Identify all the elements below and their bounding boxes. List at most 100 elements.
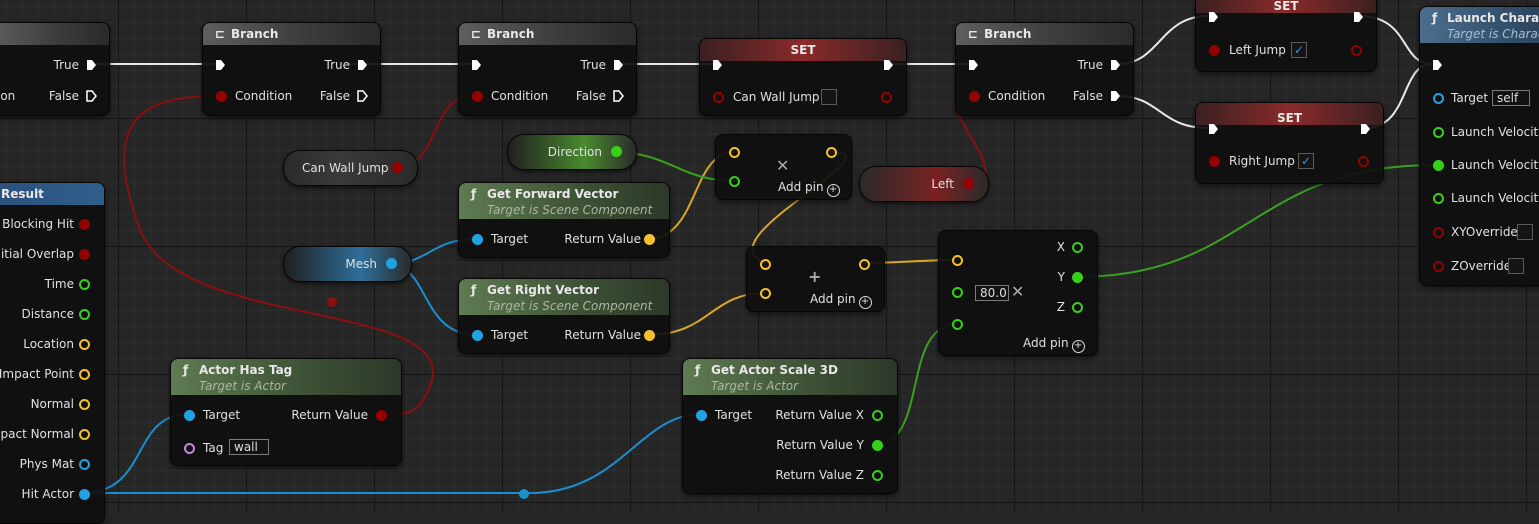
x-out-pin[interactable] xyxy=(1072,242,1083,253)
left-jump-checkbox[interactable]: ✓ xyxy=(1291,42,1307,58)
exec-in-pin[interactable] xyxy=(712,59,723,71)
multiply-float-node[interactable]: 80.0 ✕ X Y Z Add pin+ xyxy=(938,230,1098,356)
return-value-pin[interactable] xyxy=(376,410,387,421)
condition-pin[interactable] xyxy=(472,91,483,102)
location-pin[interactable] xyxy=(79,339,90,350)
target-self-field[interactable]: self xyxy=(1492,90,1530,106)
target-pin[interactable] xyxy=(696,410,707,421)
tag-field[interactable]: wall xyxy=(229,439,269,455)
exec-out-false-pin[interactable] xyxy=(1110,90,1121,102)
vector-out-pin[interactable] xyxy=(826,147,837,158)
exec-out-pin[interactable] xyxy=(1353,11,1364,23)
add-vector-node[interactable]: + Add pin+ xyxy=(746,246,885,312)
right-jump-out-pin[interactable] xyxy=(1358,156,1369,167)
float-b-in-pin[interactable] xyxy=(952,319,963,330)
exec-in-pin[interactable] xyxy=(1208,123,1219,135)
left-out-pin[interactable] xyxy=(963,178,974,189)
branch-node-1[interactable]: ⊏ Branch True Condition False xyxy=(202,22,381,116)
target-pin[interactable] xyxy=(472,330,483,341)
vector-b-in-pin[interactable] xyxy=(760,288,771,299)
return-x-pin[interactable] xyxy=(872,410,883,421)
actor-has-tag-node[interactable]: ƒ Actor Has Tag Target is Actor Target R… xyxy=(170,358,402,466)
time-pin[interactable] xyxy=(79,279,90,290)
set-left-jump-node[interactable]: SET Left Jump ✓ xyxy=(1195,0,1377,72)
return-value-pin[interactable] xyxy=(644,330,655,341)
left-variable[interactable]: Left xyxy=(859,166,989,202)
z-override-checkbox[interactable] xyxy=(1508,258,1524,274)
can-wall-jump-checkbox[interactable] xyxy=(821,89,837,105)
exec-out-pin[interactable] xyxy=(1360,123,1371,135)
condition-pin[interactable] xyxy=(969,91,980,102)
float-in-pin[interactable] xyxy=(729,176,740,187)
launch-velocity-x-pin[interactable] xyxy=(1433,127,1444,138)
return-value-pin[interactable] xyxy=(644,234,655,245)
can-wall-jump-variable[interactable]: Can Wall Jump xyxy=(283,150,418,186)
exec-in-pin[interactable] xyxy=(215,59,226,71)
distance-pin[interactable] xyxy=(79,309,90,320)
exec-out-pin[interactable] xyxy=(86,90,97,102)
launch-velocity-z-pin[interactable] xyxy=(1433,193,1444,204)
z-override-pin[interactable] xyxy=(1433,261,1444,272)
exec-out-true-pin[interactable] xyxy=(1110,59,1121,71)
mesh-out-pin[interactable] xyxy=(386,258,397,269)
launch-velocity-y-pin[interactable] xyxy=(1433,160,1444,171)
direction-variable[interactable]: Direction xyxy=(507,134,637,170)
can-wall-jump-in-pin[interactable] xyxy=(713,92,724,103)
get-forward-vector-node[interactable]: ƒ Get Forward Vector Target is Scene Com… xyxy=(458,182,670,258)
exec-in-pin[interactable] xyxy=(968,59,979,71)
right-jump-checkbox[interactable]: ✓ xyxy=(1298,153,1314,169)
target-pin[interactable] xyxy=(184,410,195,421)
return-z-pin[interactable] xyxy=(872,470,883,481)
exec-out-false-pin[interactable] xyxy=(357,90,368,102)
exec-in-pin[interactable] xyxy=(1432,59,1443,71)
exec-in-pin[interactable] xyxy=(1208,11,1219,23)
set-right-jump-node[interactable]: SET Right Jump ✓ xyxy=(1195,102,1384,184)
target-pin[interactable] xyxy=(472,234,483,245)
float-a-in-pin[interactable] xyxy=(952,287,963,298)
exec-out-pin[interactable] xyxy=(883,59,894,71)
right-jump-in-pin[interactable] xyxy=(1209,156,1220,167)
vector-a-in-pin[interactable] xyxy=(760,259,771,270)
target-pin[interactable] xyxy=(1433,93,1444,104)
can-wall-jump-out-pin[interactable] xyxy=(392,162,403,173)
add-pin-button[interactable]: Add pin+ xyxy=(810,292,872,309)
branch-node-3[interactable]: ⊏ Branch True Condition False xyxy=(955,22,1134,116)
exec-out-pin[interactable] xyxy=(86,59,97,71)
branch-node-2[interactable]: ⊏ Branch True Condition False xyxy=(458,22,637,116)
vector-in-pin[interactable] xyxy=(729,147,740,158)
phys-mat-pin[interactable] xyxy=(79,459,90,470)
multiplier-field[interactable]: 80.0 xyxy=(975,285,1009,301)
direction-out-pin[interactable] xyxy=(611,146,622,157)
condition-pin[interactable] xyxy=(216,91,227,102)
tag-pin[interactable] xyxy=(184,443,195,454)
exec-out-true-pin[interactable] xyxy=(613,59,624,71)
exec-in-pin[interactable] xyxy=(471,59,482,71)
vector-in-pin[interactable] xyxy=(952,255,963,266)
get-actor-scale-3d-node[interactable]: ƒ Get Actor Scale 3D Target is Actor Tar… xyxy=(682,358,898,494)
vector-out-pin[interactable] xyxy=(859,259,870,270)
normal-pin[interactable] xyxy=(79,399,90,410)
xy-override-pin[interactable] xyxy=(1433,227,1444,238)
left-jump-out-pin[interactable] xyxy=(1351,45,1362,56)
z-out-pin[interactable] xyxy=(1072,302,1083,313)
add-pin-button[interactable]: Add pin+ xyxy=(1023,336,1085,353)
set-can-wall-jump-node[interactable]: SET Can Wall Jump xyxy=(699,38,907,116)
initial-overlap-pin[interactable] xyxy=(79,249,90,260)
launch-character-node[interactable]: ƒ Launch Charact Target is Charact Targe… xyxy=(1419,6,1539,286)
get-right-vector-node[interactable]: ƒ Get Right Vector Target is Scene Compo… xyxy=(458,278,670,354)
exec-out-true-pin[interactable] xyxy=(357,59,368,71)
xy-override-checkbox[interactable] xyxy=(1517,224,1533,240)
mesh-variable[interactable]: Mesh xyxy=(283,246,412,282)
impact-point-pin[interactable] xyxy=(79,369,90,380)
can-wall-jump-out-pin[interactable] xyxy=(881,92,892,103)
branch-node-partial[interactable]: True ion False xyxy=(0,22,110,116)
add-pin-button[interactable]: Add pin+ xyxy=(778,180,840,197)
y-out-pin[interactable] xyxy=(1072,272,1083,283)
multiply-vector-node[interactable]: ✕ Add pin+ xyxy=(715,134,852,200)
return-y-pin[interactable] xyxy=(872,440,883,451)
hit-actor-pin[interactable] xyxy=(79,489,90,500)
left-jump-in-pin[interactable] xyxy=(1209,45,1220,56)
exec-out-false-pin[interactable] xyxy=(613,90,624,102)
break-hit-result-node[interactable]: Result Blocking Hit Initial Overlap Time… xyxy=(0,182,105,524)
impact-normal-pin[interactable] xyxy=(79,429,90,440)
